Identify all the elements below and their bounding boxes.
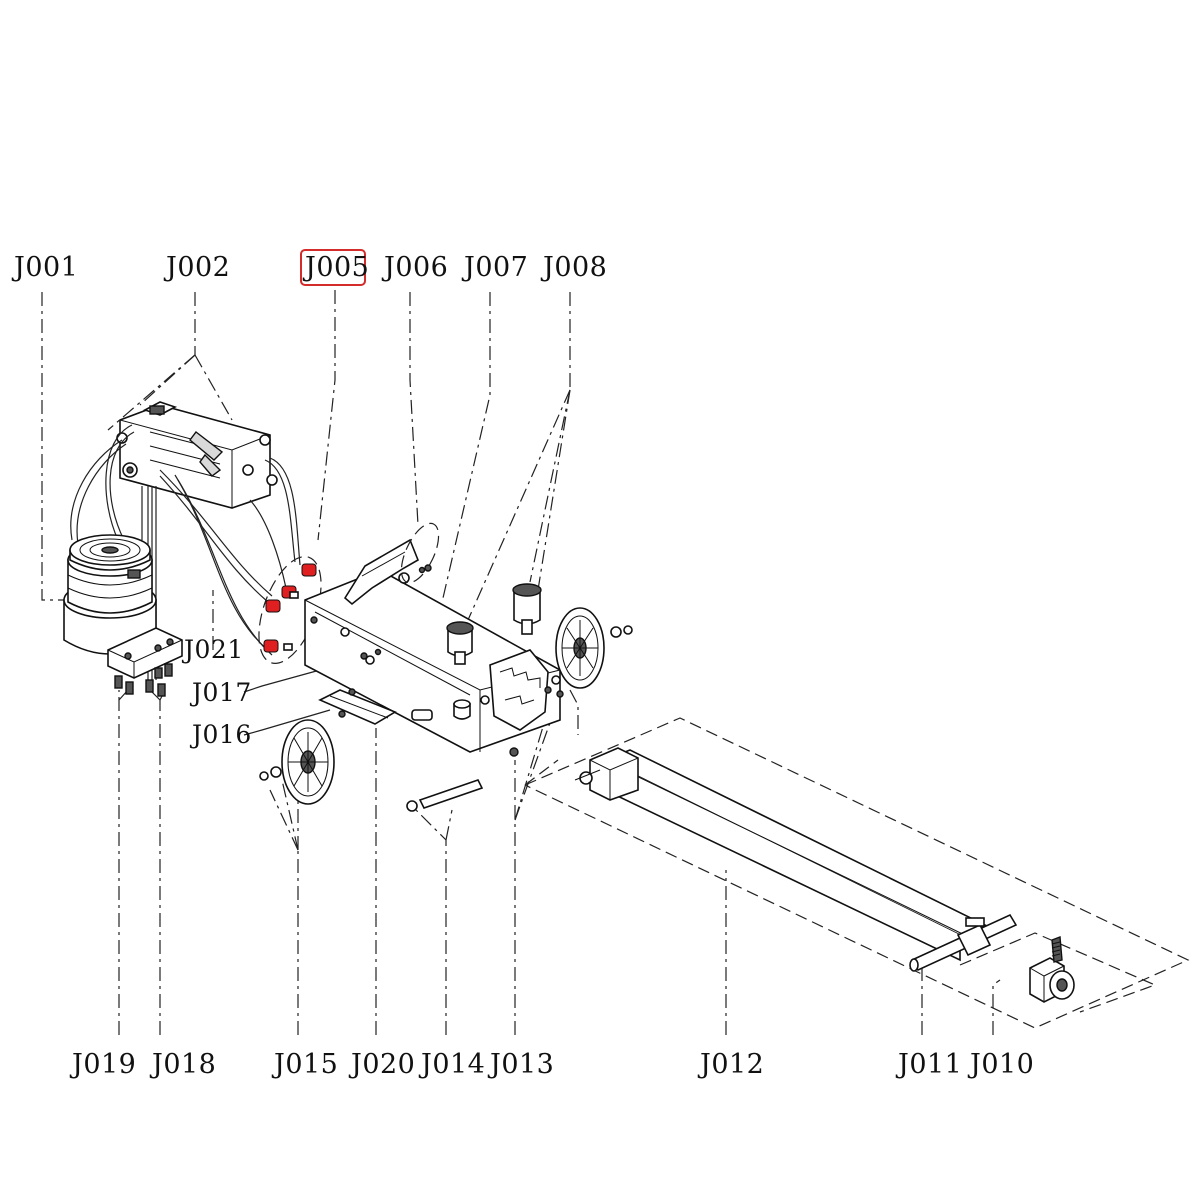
label-j020: J020	[351, 1049, 416, 1080]
label-j006: J006	[384, 252, 449, 283]
fitting-1	[301, 563, 317, 577]
label-j011: J011	[898, 1049, 963, 1080]
label-j001: J001	[14, 252, 79, 283]
hydraulic-cylinder	[116, 401, 278, 680]
fitting-red-1	[301, 563, 317, 577]
hose-fittings	[258, 556, 322, 664]
label-j008: J008	[543, 252, 608, 283]
wheel-left	[259, 719, 335, 805]
label-j013: J013	[490, 1049, 555, 1080]
highlight-box-j005	[300, 249, 366, 286]
label-j021: J021	[184, 635, 244, 664]
fitting-red-4	[263, 639, 279, 653]
label-j018: J018	[152, 1049, 217, 1080]
chassis-frame	[304, 522, 561, 753]
release-valve	[1029, 936, 1075, 1003]
label-j007: J007	[464, 252, 529, 283]
wheel-right	[544, 607, 633, 698]
label-j014: J014	[421, 1049, 486, 1080]
label-j019: J019	[72, 1049, 137, 1080]
label-j010: J010	[970, 1049, 1035, 1080]
handle-bar	[574, 747, 1018, 972]
handle-assembly-outline	[524, 717, 1190, 1029]
label-j002: J002	[166, 252, 231, 283]
hydraulic-hoses	[70, 424, 301, 656]
fitting-3	[265, 599, 281, 613]
label-j017: J017	[192, 678, 252, 707]
fitting-red-3	[265, 599, 281, 613]
side-leaders	[243, 669, 331, 736]
label-j005: J005	[305, 252, 370, 283]
label-j015: J015	[274, 1049, 339, 1080]
mounting-bolts	[114, 663, 173, 697]
label-j016: J016	[192, 720, 252, 749]
label-j012: J012	[700, 1049, 765, 1080]
foot-bracket	[318, 688, 397, 725]
axle-pin	[406, 747, 519, 812]
mounting-plate	[107, 627, 183, 679]
fitting-4	[263, 639, 279, 653]
